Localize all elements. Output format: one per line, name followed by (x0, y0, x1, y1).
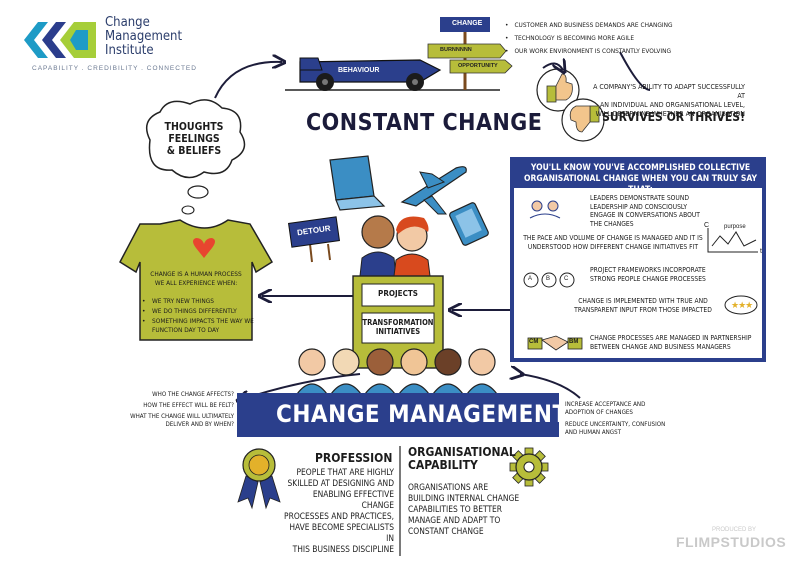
graph-t: t (760, 248, 762, 255)
panel-item-partnership: CHANGE PROCESSES ARE MANAGED IN PARTNERS… (590, 334, 752, 351)
person-head (468, 348, 496, 376)
left-question: WHO THE CHANGE AFFECTS? (152, 391, 234, 398)
person-head (366, 348, 394, 376)
person-body (295, 383, 329, 395)
accomplishment-panel-frame (510, 157, 766, 362)
constant-change-title: CONSTANT CHANGE (306, 110, 543, 136)
banner-title: CHANGE MANAGEMENT (276, 400, 568, 428)
profession-heading: PROFESSION (315, 451, 393, 465)
projects-label: PROJECTS (378, 289, 418, 298)
shirt-item: SOMETHING IMPACTS THE WAY WE FUNCTION DA… (142, 317, 262, 335)
survives-or-thrives: SURVIVES OR THRIVES! (602, 110, 745, 124)
panel-item-leaders: LEADERS DEMONSTRATE SOUND LEADERSHIP AND… (590, 194, 700, 228)
right-note: AND HUMAN ANGST (565, 429, 622, 436)
adapt-statement: A COMPANY'S ABILITY TO ADAPT SUCCESSFULL… (593, 83, 745, 118)
car-label: BEHAVIOUR (338, 67, 380, 74)
logo-mark (24, 22, 96, 58)
leaders (359, 215, 431, 277)
left-question: HOW THE EFFECT WILL BE FELT? (143, 402, 234, 409)
shirt-item: WE DO THINGS DIFFERENTLY (142, 307, 262, 316)
right-note: ADOPTION OF CHANGES (565, 409, 633, 416)
node-b: B (546, 276, 551, 282)
handshake-icon (527, 335, 583, 351)
shirt-item: WE TRY NEW THINGS (142, 297, 262, 306)
gear-icon (509, 447, 549, 487)
logo-name: Change Management Institute (105, 15, 183, 58)
driver-item: CUSTOMER AND BUSINESS DEMANDS ARE CHANGI… (505, 19, 672, 32)
driver-item: TECHNOLOGY IS BECOMING MORE AGILE (505, 32, 673, 45)
podium (352, 275, 444, 369)
person-body (397, 383, 431, 395)
airplane-icon (400, 166, 467, 215)
panel-item-frameworks: PROJECT FRAMEWORKS INCORPORATE STRONG PE… (590, 266, 706, 283)
driver-item: OUR WORK ENVIRONMENT IS CONSTANTLY EVOLV… (505, 45, 673, 58)
rating-bubble (724, 295, 758, 315)
change-management-banner (237, 393, 559, 437)
person-head (298, 348, 326, 376)
organisational-heading: ORGANISATIONAL CAPABILITY (408, 445, 516, 472)
star-rating-icon: ★★★ (731, 300, 753, 310)
right-note: INCREASE ACCEPTANCE AND (565, 401, 646, 408)
sign-burnout: BURNNNNN (440, 47, 472, 53)
crowd (295, 348, 499, 395)
left-question: WHAT THE CHANGE WILL ULTIMATELY (130, 413, 234, 420)
bm-badge: BM (569, 339, 579, 345)
thumbs-down-icon (561, 98, 605, 142)
laptop-icon (329, 155, 386, 211)
person-body (329, 383, 363, 395)
person-head (400, 348, 428, 376)
produced-by: PRODUCED BY (712, 527, 757, 533)
graph-purpose: purpose (724, 224, 746, 230)
thoughts-text: THOUGHTS FEELINGS & BELIEFS (164, 121, 224, 157)
person-body (431, 383, 465, 395)
studio-credit: FLIMPSTUDIOS (676, 534, 787, 550)
person-head (332, 348, 360, 376)
tablet-icon (449, 202, 489, 246)
panel-title: YOU'LL KNOW YOU'VE ACCOMPLISHED COLLECTI… (523, 163, 758, 195)
right-note: REDUCE UNCERTAINTY, CONFUSION (565, 421, 666, 428)
sign-change: CHANGE (452, 20, 483, 27)
graph-c: C (704, 222, 710, 229)
shirt-list: WE TRY NEW THINGS WE DO THINGS DIFFERENT… (142, 297, 262, 336)
person-body (363, 383, 397, 395)
behaviour-car (285, 57, 500, 91)
logo-tagline: CAPABILITY . CREDIBILITY . CONNECTED (32, 65, 197, 72)
node-a: A (528, 276, 533, 282)
person-head (434, 348, 462, 376)
shirt-intro: CHANGE IS A HUMAN PROCESS WE ALL EXPERIE… (150, 270, 242, 287)
award-ribbon-icon (237, 448, 281, 510)
panel-item-input: CHANGE IS IMPLEMENTED WITH TRUE AND TRAN… (574, 297, 712, 314)
node-c: C (564, 276, 569, 282)
sign-opportunity: OPPORTUNITY (458, 63, 498, 69)
organisational-body: ORGANISATIONS ARE BUILDING INTERNAL CHAN… (408, 482, 520, 536)
person-body (465, 383, 499, 395)
change-drivers: CUSTOMER AND BUSINESS DEMANDS ARE CHANGI… (505, 19, 673, 58)
cm-badge: CM (529, 339, 539, 345)
left-question: DELIVER AND BY WHEN? (165, 421, 235, 428)
detour-sign (287, 216, 341, 263)
transformation-label: TRANSFORMATION INITIATIVES (362, 318, 434, 336)
panel-item-pace: THE PACE AND VOLUME OF CHANGE IS MANAGED… (523, 234, 703, 251)
profession-body: PEOPLE THAT ARE HIGHLY SKILLED AT DESIGN… (284, 467, 394, 554)
thought-cloud (145, 99, 246, 215)
signpost (427, 17, 513, 90)
